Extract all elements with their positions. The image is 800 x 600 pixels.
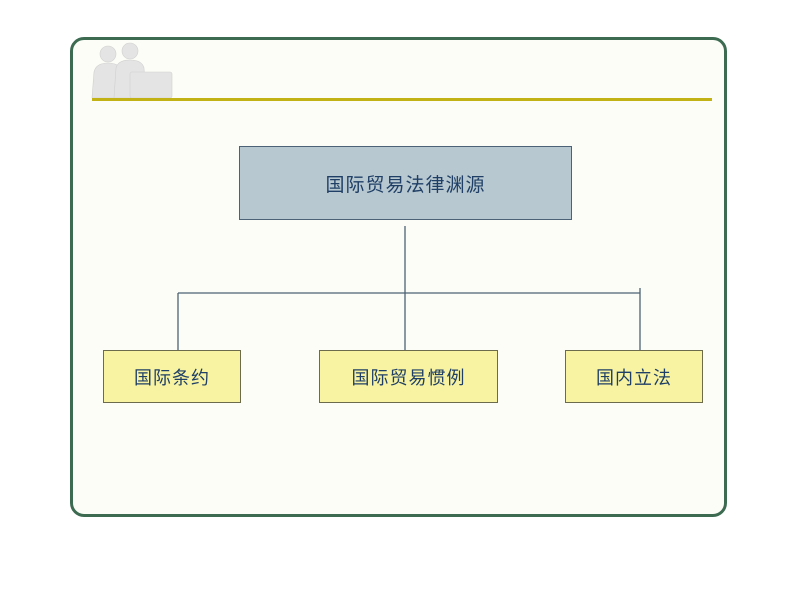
root-node: 国际贸易法律渊源 [239, 146, 572, 220]
child-node-treaties: 国际条约 [103, 350, 241, 403]
header-rule [92, 98, 712, 101]
child-node-label: 国际条约 [134, 367, 210, 389]
slide-frame [70, 37, 727, 517]
root-node-label: 国际贸易法律渊源 [325, 173, 486, 196]
child-node-trade-customs: 国际贸易惯例 [319, 350, 498, 403]
child-node-label: 国内立法 [596, 367, 672, 389]
child-node-label: 国际贸易惯例 [351, 367, 466, 389]
child-node-domestic-law: 国内立法 [565, 350, 703, 403]
business-people-icon [91, 42, 173, 98]
